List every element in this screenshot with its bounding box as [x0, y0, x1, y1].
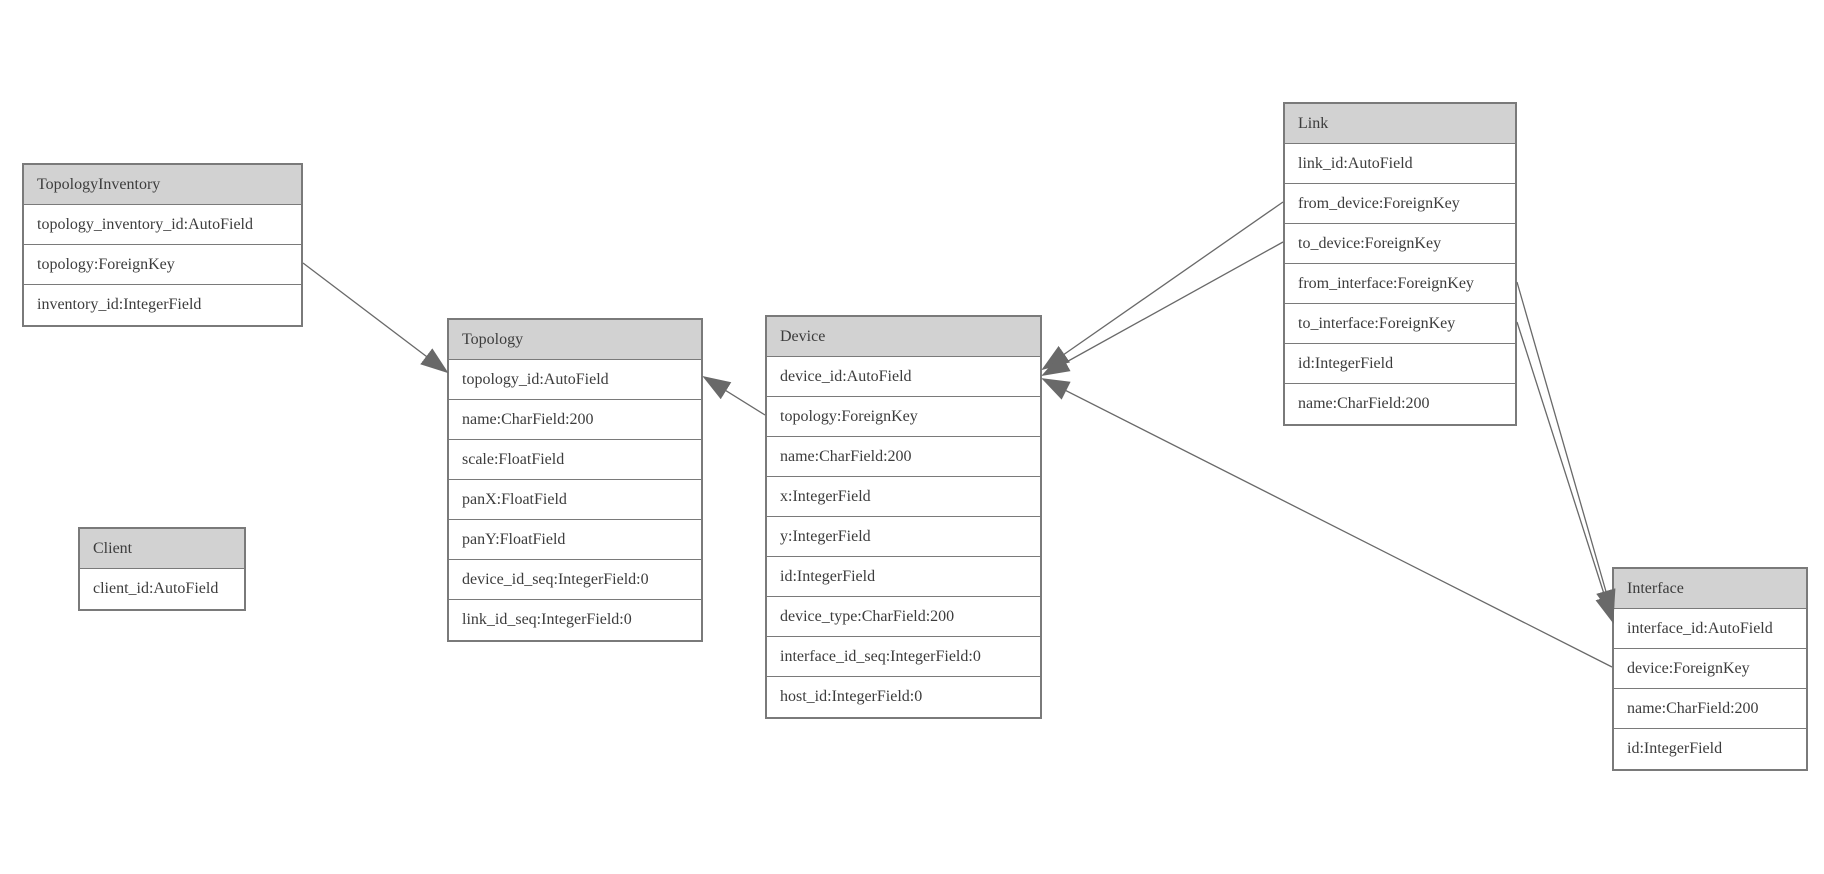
- entity-title: Device: [780, 327, 826, 345]
- field-label: from_device:ForeignKey: [1298, 194, 1460, 212]
- field-label: inventory_id:IntegerField: [37, 296, 202, 313]
- entity-interface-row-0: interface_id:AutoField: [1614, 609, 1806, 649]
- entity-client: Client client_id:AutoField: [78, 527, 246, 611]
- entity-topology-row-5: device_id_seq:IntegerField:0: [449, 560, 701, 600]
- field-label: name:CharField:200: [462, 410, 594, 428]
- entity-interface: Interface interface_id:AutoField device:Fo…: [1612, 567, 1808, 771]
- entity-device-row-0: device_id:AutoField: [767, 357, 1040, 397]
- field-label: interface_id_seq:IntegerField:0: [780, 647, 981, 665]
- field-label: x:IntegerField: [780, 487, 871, 505]
- entity-topology-row-1: name:CharField:200: [449, 400, 701, 440]
- field-label: to_device:ForeignKey: [1298, 234, 1442, 252]
- entity-device-row-5: id:IntegerField: [767, 557, 1040, 597]
- entity-link: Link link_id:AutoField from_device:Foreign…: [1283, 102, 1517, 426]
- field-label: name:CharField:200: [780, 447, 912, 465]
- entity-device-row-7: interface_id_seq:IntegerField:0: [767, 637, 1040, 677]
- entity-device-row-3: x:IntegerField: [767, 477, 1040, 517]
- entity-device: Device device_id:AutoField topology:Foreig…: [765, 315, 1042, 719]
- field-label: host_id:IntegerField:0: [780, 688, 923, 705]
- entity-link-row-3: from_interface:ForeignKey: [1285, 264, 1515, 304]
- field-label: client_id:AutoField: [93, 580, 219, 597]
- entity-topology-row-4: panY:FloatField: [449, 520, 701, 560]
- entity-interface-row-3: id:IntegerField: [1614, 729, 1806, 769]
- entity-link-row-0: link_id:AutoField: [1285, 144, 1515, 184]
- field-label: device_id:AutoField: [780, 367, 912, 385]
- entity-interface-row-1: device:ForeignKey: [1614, 649, 1806, 689]
- entity-device-header: Device: [767, 317, 1040, 357]
- field-label: device:ForeignKey: [1627, 659, 1750, 677]
- field-label: topology_inventory_id:AutoField: [37, 215, 253, 233]
- field-label: id:IntegerField: [780, 567, 876, 585]
- entity-topology: Topology topology_id:AutoField name:CharFi…: [447, 318, 703, 642]
- entity-topology-row-2: scale:FloatField: [449, 440, 701, 480]
- entity-topology-row-3: panX:FloatField: [449, 480, 701, 520]
- entity-device-row-2: name:CharField:200: [767, 437, 1040, 477]
- field-label: panY:FloatField: [462, 530, 566, 548]
- entity-interface-row-2: name:CharField:200: [1614, 689, 1806, 729]
- entity-link-row-4: to_interface:ForeignKey: [1285, 304, 1515, 344]
- entity-title: TopologyInventory: [37, 175, 161, 193]
- field-label: link_id_seq:IntegerField:0: [462, 611, 632, 628]
- field-label: device_type:CharField:200: [780, 607, 955, 625]
- entity-title: Interface: [1627, 579, 1684, 597]
- entity-link-row-1: from_device:ForeignKey: [1285, 184, 1515, 224]
- entity-title: Topology: [462, 330, 524, 348]
- entity-link-row-6: name:CharField:200: [1285, 384, 1515, 424]
- entity-topologyinventory-row-2: inventory_id:IntegerField: [24, 285, 301, 325]
- entity-client-header: Client: [80, 529, 244, 569]
- entity-interface-header: Interface: [1614, 569, 1806, 609]
- entity-link-row-2: to_device:ForeignKey: [1285, 224, 1515, 264]
- entity-client-row-0: client_id:AutoField: [80, 569, 244, 609]
- field-label: topology:ForeignKey: [780, 407, 918, 425]
- entity-topology-row-0: topology_id:AutoField: [449, 360, 701, 400]
- field-label: to_interface:ForeignKey: [1298, 314, 1456, 332]
- entity-title: Link: [1298, 114, 1329, 132]
- field-label: topology_id:AutoField: [462, 370, 609, 388]
- entity-topologyinventory-row-0: topology_inventory_id:AutoField: [24, 205, 301, 245]
- field-label: name:CharField:200: [1627, 699, 1759, 717]
- entity-topologyinventory-row-1: topology:ForeignKey: [24, 245, 301, 285]
- field-label: from_interface:ForeignKey: [1298, 274, 1474, 292]
- entity-topologyinventory-header: TopologyInventory: [24, 165, 301, 205]
- field-label: panX:FloatField: [462, 490, 567, 508]
- entity-link-header: Link: [1285, 104, 1515, 144]
- entity-device-row-6: device_type:CharField:200: [767, 597, 1040, 637]
- entity-link-row-5: id:IntegerField: [1285, 344, 1515, 384]
- entity-device-row-1: topology:ForeignKey: [767, 397, 1040, 437]
- field-label: id:IntegerField: [1298, 354, 1394, 372]
- field-label: interface_id:AutoField: [1627, 619, 1773, 637]
- field-label: name:CharField:200: [1298, 395, 1430, 412]
- entity-topology-row-6: link_id_seq:IntegerField:0: [449, 600, 701, 640]
- field-label: device_id_seq:IntegerField:0: [462, 570, 649, 588]
- entity-title: Client: [93, 539, 133, 557]
- field-label: link_id:AutoField: [1298, 154, 1413, 172]
- entity-topology-header: Topology: [449, 320, 701, 360]
- entity-topologyinventory: TopologyInventory topology_inventory_id:A…: [22, 163, 303, 327]
- field-label: y:IntegerField: [780, 527, 871, 545]
- entity-device-row-8: host_id:IntegerField:0: [767, 677, 1040, 717]
- entity-device-row-4: y:IntegerField: [767, 517, 1040, 557]
- field-label: scale:FloatField: [462, 450, 565, 468]
- field-label: id:IntegerField: [1627, 740, 1723, 757]
- field-label: topology:ForeignKey: [37, 255, 175, 273]
